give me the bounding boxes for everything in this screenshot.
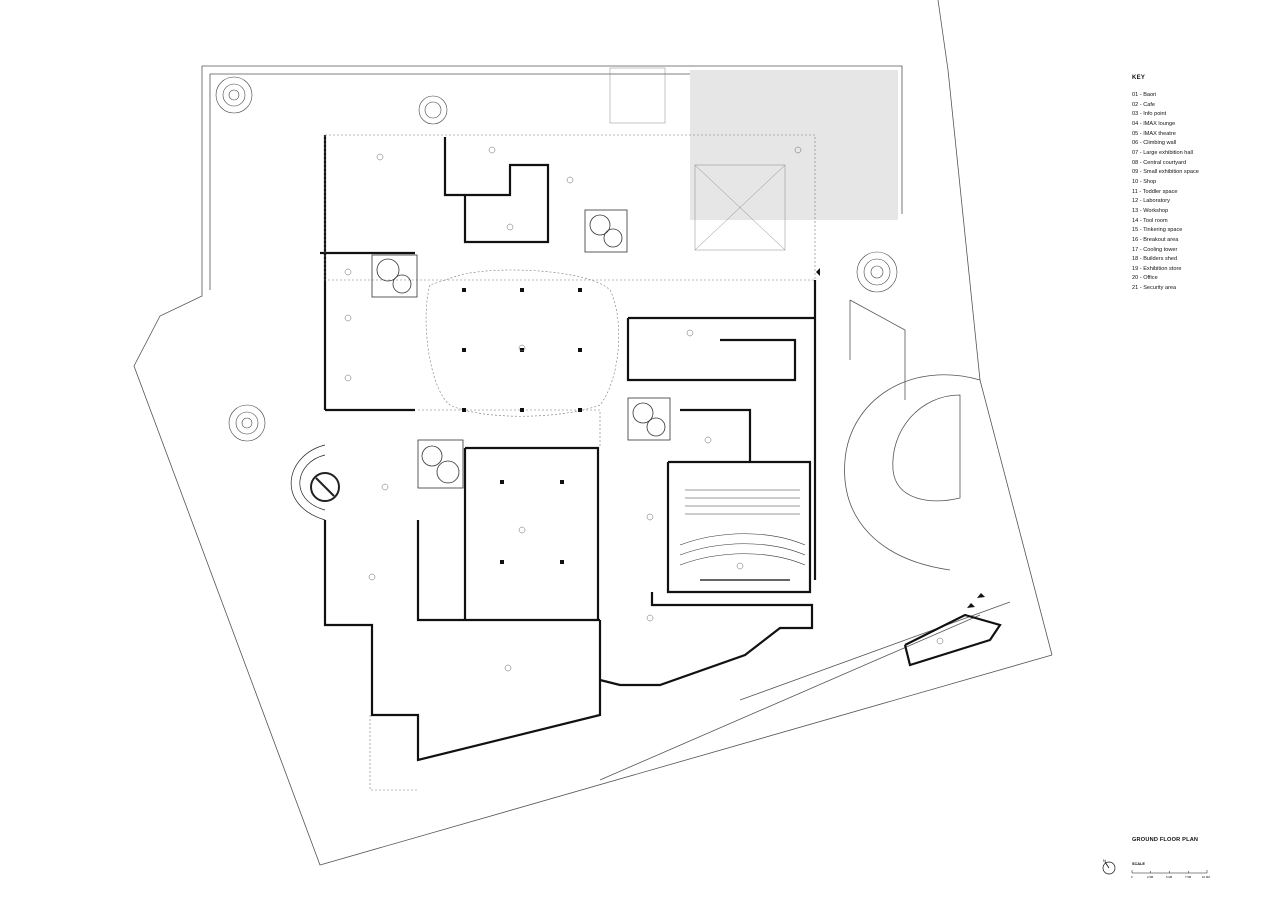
north-arrow-icon: N: [1102, 858, 1116, 875]
entrance-arrows: [816, 268, 985, 608]
legend-list: 01 - Baori 02 - Cafe 03 - Info point 04 …: [1132, 91, 1272, 294]
scale-tick-label: 10.0M: [1202, 875, 1210, 879]
legend-item: 21 - Security area: [1132, 285, 1177, 292]
legend-item: 13 - Workshop: [1132, 207, 1169, 214]
legend-item: 06 - Climbing wall: [1132, 140, 1177, 147]
site-boundary: [133, 0, 1053, 866]
legend-item: 15 - Tinkering space: [1132, 227, 1183, 234]
legend-key: KEY 01 - Baori 02 - Cafe 03 - Info point…: [1132, 75, 1272, 294]
north-arrow-and-scale-bar: N SCALE 0 2.5M 5.0M 7.5M 10.0M: [1102, 858, 1210, 879]
scale-tick-label: 5.0M: [1166, 875, 1173, 879]
north-label: N: [1103, 858, 1106, 863]
courtyard-planters: [371, 209, 671, 489]
legend-item: 03 - Info point: [1132, 111, 1167, 118]
legend-item: 01 - Baori: [1132, 92, 1157, 98]
columns: [462, 288, 582, 564]
legend-item: 11 - Toddler space: [1132, 188, 1178, 195]
scale-bar: [1131, 870, 1208, 874]
legend-item: 20 - Office: [1132, 275, 1158, 282]
baori-steps: [290, 444, 340, 521]
plaza-paving: [609, 67, 786, 251]
legend-item: 19 - Exhibition store: [1132, 265, 1182, 272]
building-walls: [320, 135, 1002, 762]
grid-lines: [324, 134, 816, 791]
legend-item: 05 - IMAX theatre: [1132, 130, 1176, 137]
legend-item: 07 - Large exhibition hall: [1132, 149, 1193, 156]
legend-title: KEY: [1132, 75, 1146, 81]
legend-item: 08 - Central courtyard: [1132, 159, 1187, 166]
imax-seating: [679, 489, 806, 581]
scale-tick-label: 7.5M: [1185, 875, 1192, 879]
legend-item: 04 - IMAX lounge: [1132, 120, 1176, 127]
access-road: [599, 299, 1011, 781]
legend-item: 12 - Laboratory: [1132, 198, 1170, 205]
legend-item: 14 - Tool room: [1132, 217, 1168, 224]
room-tags: [344, 146, 944, 672]
scale-tick-label: 2.5M: [1147, 875, 1154, 879]
legend-item: 09 - Small exhibition space: [1132, 169, 1199, 176]
legend-item: 10 - Shop: [1132, 178, 1157, 185]
legend-item: 16 - Breakout area: [1132, 236, 1179, 243]
service-yard: [690, 70, 898, 220]
scale-label: SCALE: [1132, 862, 1145, 866]
legend-item: 02 - Cafe: [1132, 101, 1156, 108]
scale-tick-label: 0: [1131, 875, 1133, 879]
plan-title: GROUND FLOOR PLAN: [1132, 837, 1199, 843]
trees: [215, 76, 898, 442]
legend-item: 17 - Cooling tower: [1132, 246, 1178, 253]
legend-item: 18 - Builders shed: [1132, 256, 1178, 263]
